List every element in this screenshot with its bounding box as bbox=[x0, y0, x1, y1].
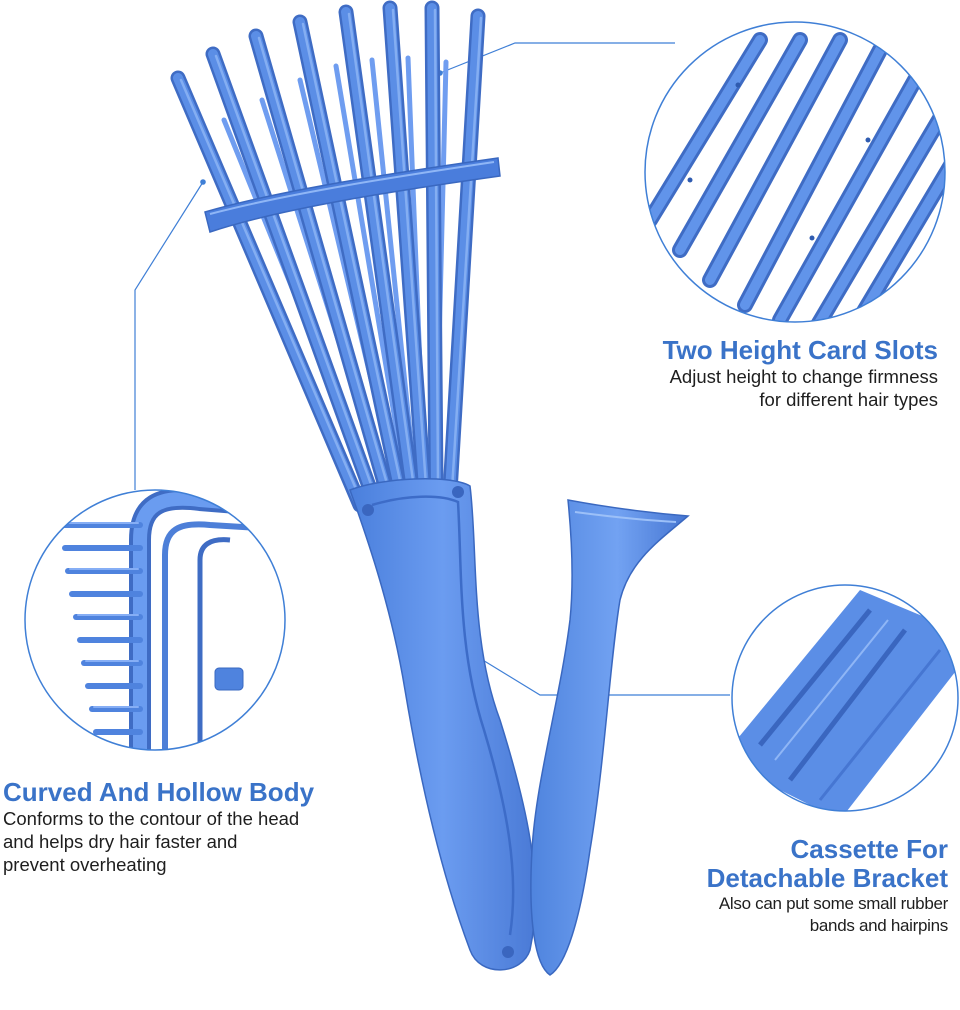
feature-description-line: Also can put some small rubber bbox=[718, 894, 948, 913]
feature-cassette: Cassette For Detachable Bracket Also can… bbox=[706, 834, 949, 937]
detangling-brush bbox=[170, 0, 690, 976]
zoom-card-slots bbox=[644, 21, 946, 323]
vent-ribs bbox=[170, 0, 486, 513]
feature-hollow-body: Curved And Hollow Body Conforms to the c… bbox=[3, 778, 314, 876]
zoom-cassette bbox=[731, 584, 959, 812]
feature-description-line: prevent overheating bbox=[3, 854, 167, 875]
feature-title: Curved And Hollow Body bbox=[3, 777, 315, 807]
hollow-handle bbox=[349, 478, 536, 971]
feature-title: Cassette For bbox=[790, 834, 949, 864]
height-card-bar bbox=[204, 157, 501, 233]
feature-description-line: Adjust height to change firmness bbox=[669, 366, 938, 387]
feature-description-line: and helps dry hair faster and bbox=[3, 831, 238, 852]
feature-description-line: bands and hairpins bbox=[809, 916, 949, 935]
feature-title: Detachable Bracket bbox=[706, 863, 948, 893]
detachable-bracket bbox=[530, 499, 690, 976]
feature-description-line: for different hair types bbox=[759, 389, 938, 410]
zoom-hollow-body bbox=[24, 489, 286, 751]
feature-description-line: Conforms to the contour of the head bbox=[3, 808, 300, 829]
feature-title: Two Height Card Slots bbox=[662, 335, 938, 365]
feature-card-slots: Two Height Card Slots Adjust height to c… bbox=[663, 336, 938, 411]
